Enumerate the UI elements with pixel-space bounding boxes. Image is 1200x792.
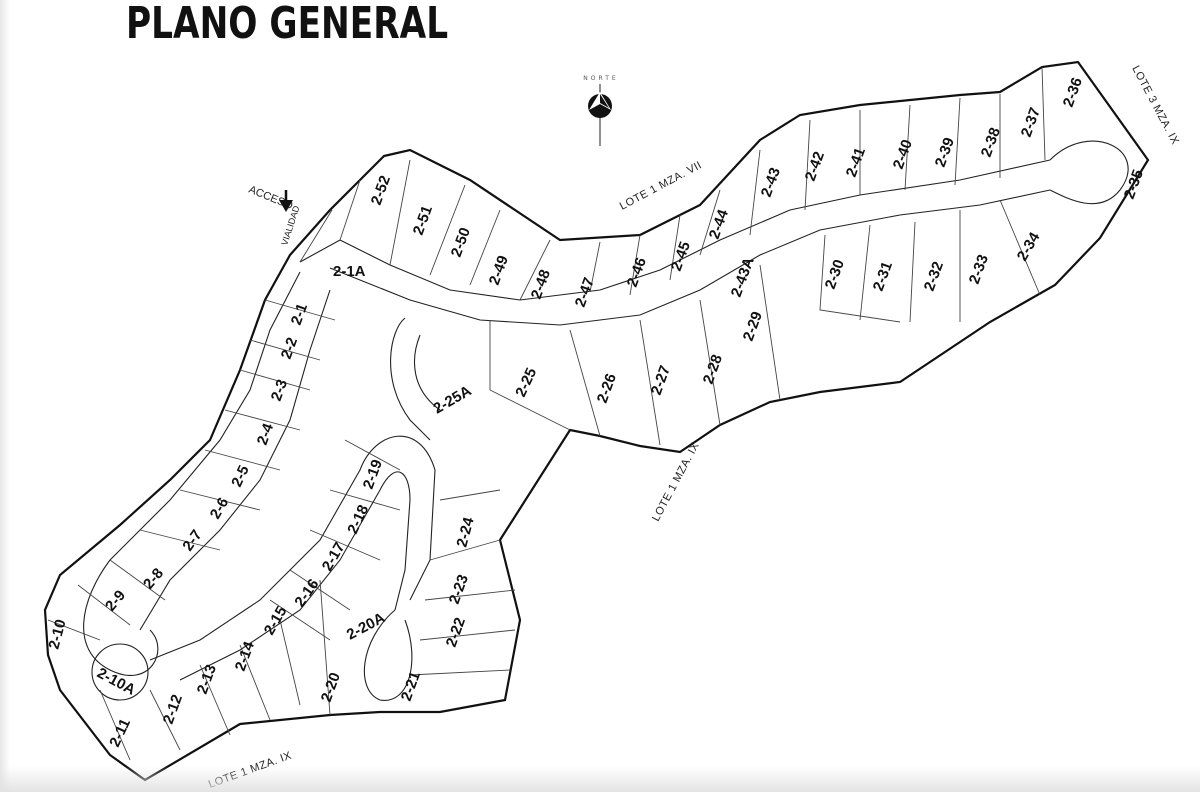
- north-label: NORTE: [583, 75, 618, 82]
- lot-label: 2-31: [870, 259, 896, 293]
- neighbor-label-middle: LOTE 1 MZA. IX: [650, 440, 702, 523]
- lot-label: 2-52: [368, 173, 394, 207]
- lot-label: 2-10A: [94, 665, 138, 699]
- lot-divisions: [47, 66, 1046, 761]
- lot-label: 2-5: [228, 463, 253, 490]
- lot-label: 2-50: [448, 225, 474, 259]
- lot-label: 2-35: [1121, 167, 1147, 201]
- lot-label: 2-11: [106, 716, 134, 750]
- lot-label: 2-10: [45, 618, 69, 651]
- lot-label: 2-46: [624, 255, 650, 289]
- vialidad-label: VIALIDAD: [279, 204, 301, 247]
- page-title: PLANO GENERAL: [126, 0, 449, 49]
- lot-label: 2-25A: [431, 382, 475, 417]
- lot-label: 2-32: [921, 259, 947, 293]
- lot-label: 2-22: [443, 615, 469, 649]
- lot-label: 2-15: [261, 603, 291, 638]
- lot-label: 2-26: [594, 371, 620, 405]
- lot-label: 2-43: [758, 165, 784, 199]
- lot-label: 2-12: [160, 692, 186, 726]
- lot-label: 2-41: [843, 145, 869, 179]
- lot-label: 2-37: [1018, 105, 1044, 139]
- lot-label: 2-40: [890, 137, 916, 171]
- north-arrow-icon: [588, 84, 612, 146]
- access-arrow-icon: [279, 190, 293, 212]
- lot-label: 2-3: [268, 377, 291, 403]
- lot-label: 2-34: [1014, 229, 1044, 264]
- lot-label: 2-6: [207, 495, 233, 522]
- lot-label: 2-13: [194, 662, 220, 696]
- lot-label: 2-27: [648, 363, 674, 397]
- lot-label: 2-9: [102, 587, 129, 615]
- lot-label: 2-14: [232, 639, 258, 674]
- lot-label: 2-18: [344, 502, 372, 536]
- lot-label: 2-45: [668, 239, 694, 273]
- lot-labels: 2-1A 2-1 2-2 2-3 2-4 2-5 2-6 2-7 2-8 2-9…: [45, 75, 1147, 749]
- lot-label: 2-30: [822, 257, 848, 291]
- lot-label: 2-8: [140, 565, 167, 593]
- lot-label: 2-51: [410, 203, 436, 237]
- lot-label: 2-21: [398, 669, 424, 703]
- lot-label: 2-28: [700, 352, 726, 386]
- lot-label: 2-16: [291, 576, 322, 610]
- lot-label: 2-49: [486, 253, 512, 287]
- lot-label: 2-23: [446, 572, 472, 606]
- roads: [83, 140, 1129, 701]
- lot-label: 2-7: [179, 527, 205, 555]
- page-shadow: [0, 0, 10, 792]
- neighbor-label-top: LOTE 1 MZA. VII: [618, 159, 704, 212]
- lot-label: 2-1A: [333, 263, 366, 280]
- lot-label: 2-4: [254, 421, 278, 448]
- lot-label: 2-42: [802, 149, 828, 183]
- lot-label: 2-29: [740, 309, 766, 343]
- neighbor-label-right: LOTE 3 MZA. IX: [1129, 64, 1181, 147]
- lot-label: 2-47: [572, 275, 598, 309]
- lot-label: 2-24: [453, 515, 477, 549]
- lot-label: 2-2: [278, 335, 301, 361]
- lot-label: 2-25: [512, 365, 540, 399]
- lot-label: 2-36: [1060, 75, 1086, 109]
- page-bottom-shadow: [0, 766, 1200, 792]
- lot-label: 2-1: [288, 301, 311, 327]
- lot-label: 2-33: [966, 252, 992, 286]
- lot-label: 2-20A: [344, 609, 388, 643]
- lot-label: 2-43A: [728, 255, 758, 299]
- lot-label: 2-39: [932, 135, 958, 169]
- property-boundary: [43, 60, 1150, 782]
- lot-label: 2-20: [318, 670, 344, 704]
